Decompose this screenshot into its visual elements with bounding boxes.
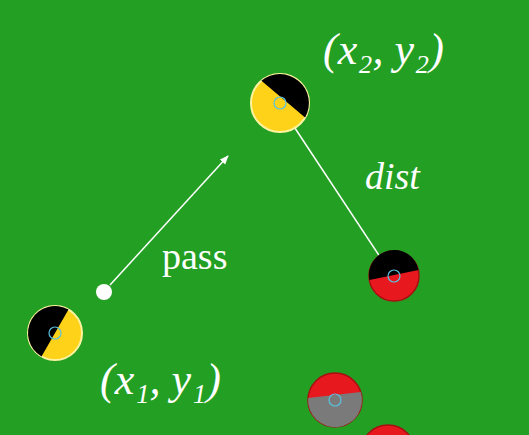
yellow-robot — [251, 74, 309, 132]
coordinate-label: (x₁, y₁) — [100, 356, 221, 404]
yellow-robot — [28, 306, 82, 360]
distance-label: dist — [365, 156, 420, 198]
ball — [96, 284, 112, 300]
coordinate-label: (x₂, y₂) — [323, 26, 444, 74]
pass-arrow — [110, 156, 228, 285]
pass-label: pass — [162, 236, 227, 278]
red-robot — [308, 373, 362, 427]
red-robot — [369, 250, 419, 301]
red-robot — [361, 425, 415, 435]
